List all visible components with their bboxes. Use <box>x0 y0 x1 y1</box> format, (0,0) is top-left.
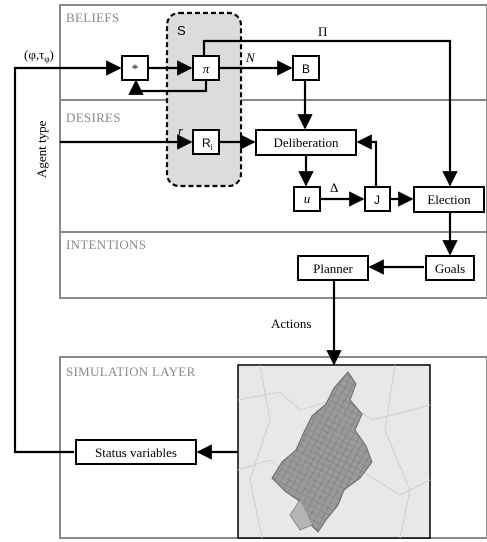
edge-labels: (φ,τφ) Π N r Δ Actions Agent type <box>24 24 338 331</box>
ri-node-label: Ri <box>202 136 213 152</box>
intentions-layer-title: INTENTIONS <box>66 237 146 252</box>
goals-node-label: Goals <box>435 261 465 276</box>
u-node-label: u <box>304 191 311 206</box>
b-node[interactable]: B <box>292 55 320 81</box>
agent-type-label: Agent type <box>34 120 49 178</box>
pi-node-label: π <box>203 61 210 76</box>
ri-node[interactable]: Ri <box>192 129 220 155</box>
s-region: S <box>165 11 243 188</box>
edges <box>13 39 458 460</box>
r-label: r <box>178 123 184 138</box>
goals-node[interactable]: Goals <box>425 255 475 281</box>
delta-label: Δ <box>330 180 338 195</box>
j-node-label: J <box>374 193 380 207</box>
status-variables-node[interactable]: Status variables <box>75 439 197 465</box>
status-variables-node-label: Status variables <box>95 445 177 460</box>
u-node[interactable]: u <box>293 186 321 212</box>
b-node-label: B <box>302 62 310 76</box>
election-node[interactable]: Election <box>413 186 485 213</box>
simulation-layer-title: SIMULATION LAYER <box>66 364 196 379</box>
pi-upper-label: Π <box>318 24 327 39</box>
actions-label: Actions <box>271 316 311 331</box>
edge-pi-to-election <box>202 39 458 187</box>
deliberation-node[interactable]: Deliberation <box>255 129 357 156</box>
planner-node[interactable]: Planner <box>297 255 369 281</box>
desires-layer-title: DESIRES <box>66 110 121 125</box>
city-map-icon <box>237 364 431 539</box>
planner-node-label: Planner <box>313 261 353 276</box>
n-label: N <box>245 50 256 65</box>
beliefs-layer-title: BELIEFS <box>66 10 119 25</box>
beliefs-layer: BELIEFS <box>59 4 487 101</box>
edge-j-to-deliberation <box>356 134 378 186</box>
j-node[interactable]: J <box>364 186 391 212</box>
deliberation-node-label: Deliberation <box>274 135 339 150</box>
edge-status-to-star <box>13 60 122 454</box>
intentions-layer: INTENTIONS <box>59 231 487 299</box>
election-node-label: Election <box>427 192 471 207</box>
phi-tau-label: (φ,τφ) <box>24 47 54 64</box>
star-node-label: * <box>132 61 139 76</box>
star-node[interactable]: * <box>121 55 149 81</box>
s-region-label: S <box>177 23 186 38</box>
edge-pi-feedback <box>128 79 208 95</box>
pi-node[interactable]: π <box>192 55 220 81</box>
